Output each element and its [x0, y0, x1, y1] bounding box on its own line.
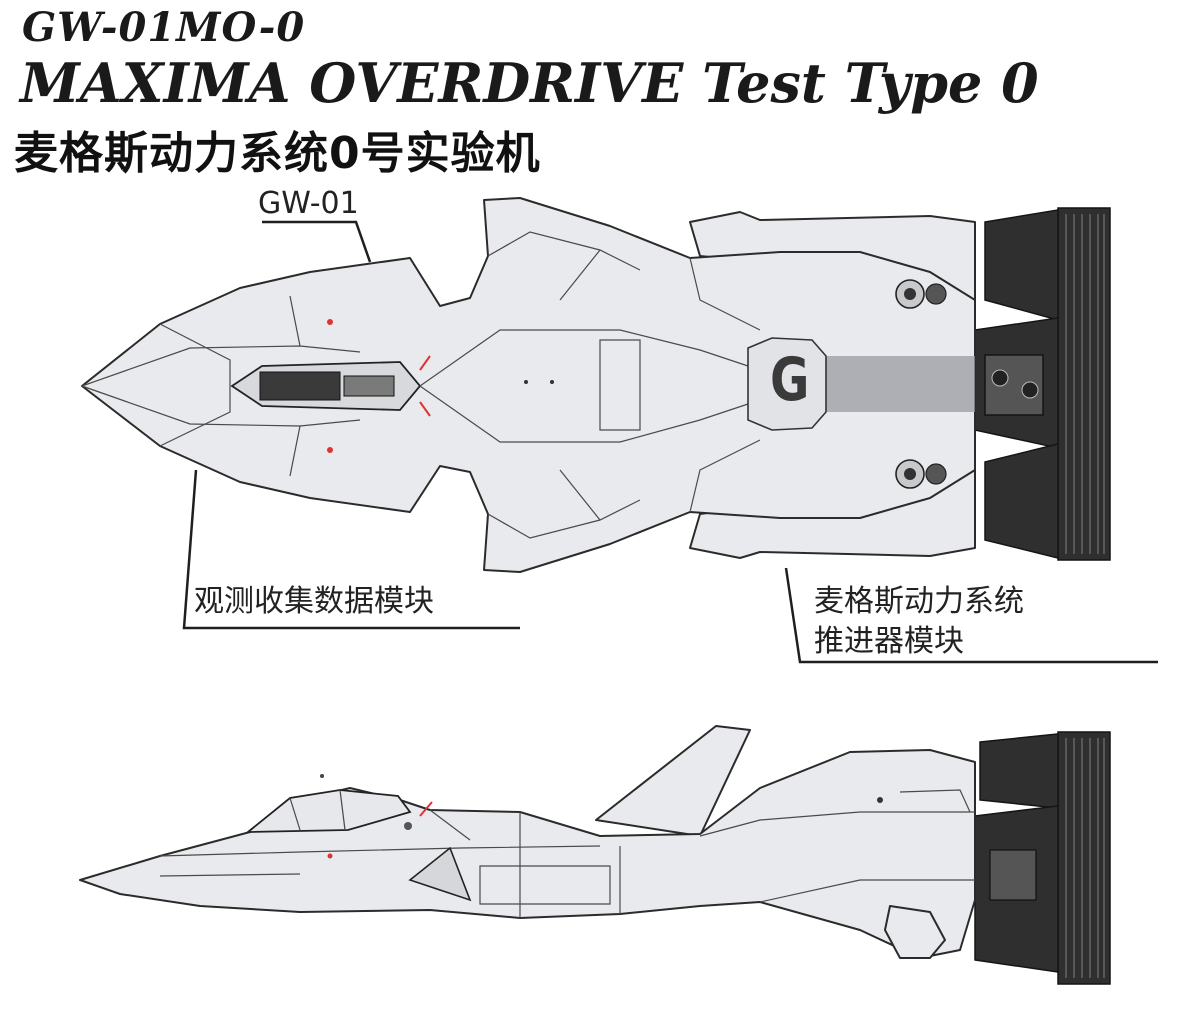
- model-code: GW-01MO-0: [22, 4, 306, 51]
- emblem-letter: G: [770, 345, 810, 415]
- intake-lower: [895, 459, 947, 489]
- thruster-module-label: 麦格斯动力系统 推进器模块: [814, 582, 1134, 662]
- cockpit-top: [230, 361, 422, 411]
- page-title: MAXIMA OVERDRIVE Test Type 0: [20, 51, 1039, 115]
- top-view: [81, 197, 1111, 573]
- thruster-module-top: [974, 207, 1111, 561]
- leader-sensor-module: [182, 469, 520, 630]
- page-title-chinese: 麦格斯动力系统0号实验机: [14, 128, 541, 179]
- intake-upper: [895, 279, 947, 309]
- sensor-module-label: 观测收集数据模块: [194, 584, 434, 619]
- thruster-label-line2: 推进器模块: [814, 624, 964, 659]
- g-emblem: [747, 337, 827, 431]
- thruster-module-side: [974, 731, 1111, 985]
- thruster-label-line1: 麦格斯动力系统: [814, 584, 1024, 619]
- side-view: [79, 725, 1111, 985]
- cockpit-side: [245, 789, 412, 833]
- leader-thruster-module: [784, 567, 1158, 664]
- leader-gw01: [262, 220, 372, 263]
- unit-label-gw01: GW-01: [258, 186, 359, 221]
